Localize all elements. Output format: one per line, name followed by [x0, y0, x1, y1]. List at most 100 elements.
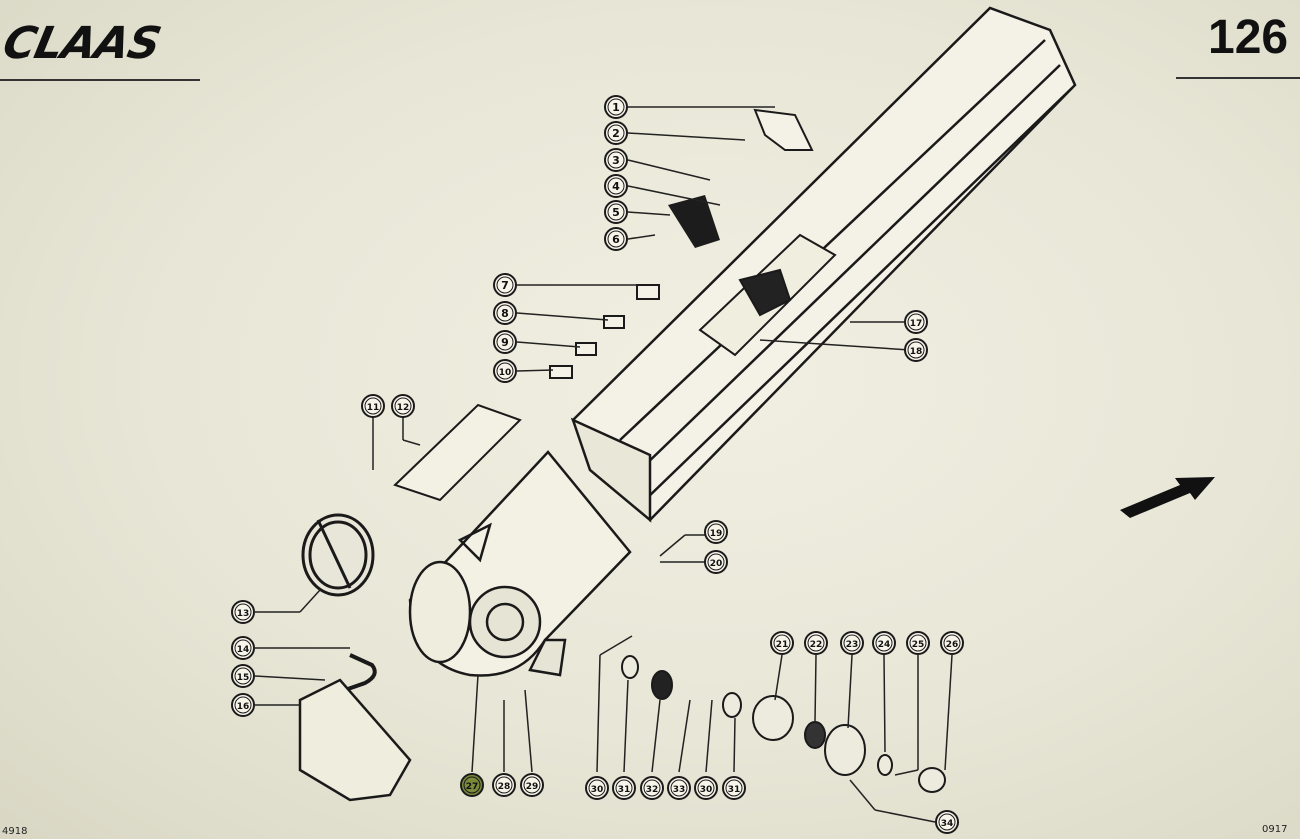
callout-inner-ring: [875, 634, 893, 652]
callout-12: 12: [391, 394, 415, 418]
callout-4: 4: [604, 174, 628, 198]
callout-16: 16: [231, 693, 255, 717]
callout-label: 15: [237, 673, 250, 683]
callout-label: 12: [397, 403, 410, 413]
callout-inner-ring: [496, 304, 514, 322]
callout-2: 2: [604, 121, 628, 145]
callout-7: 7: [493, 273, 517, 297]
inner-plate: [698, 233, 837, 357]
callout-inner-ring: [725, 779, 743, 797]
sprocket-part: [668, 195, 720, 248]
callout-17: 17: [904, 310, 928, 334]
callout-inner-ring: [707, 553, 725, 571]
callout-inner-ring: [943, 634, 961, 652]
callout-label: 8: [501, 307, 509, 320]
callout-inner-ring: [909, 634, 927, 652]
callout-label: 23: [846, 640, 859, 650]
callout-label: 17: [910, 319, 923, 329]
cover-plate: [393, 403, 522, 502]
bottom-parts: [621, 655, 946, 793]
callout-label: 25: [912, 640, 925, 650]
callout-label: 3: [612, 154, 620, 167]
callout-inner-ring: [607, 151, 625, 169]
callout-inner-ring: [495, 776, 513, 794]
callout-28: 28: [492, 773, 516, 797]
callout-label: 29: [526, 782, 539, 792]
u-bolt: [344, 653, 377, 692]
callout-25: 25: [906, 631, 930, 655]
callout-26: 26: [940, 631, 964, 655]
callout-20: 20: [704, 550, 728, 574]
callout-label: 30: [591, 785, 604, 795]
callout-inner-ring: [807, 634, 825, 652]
callout-inner-ring: [463, 776, 481, 794]
leader-lines: [254, 106, 953, 823]
callout-14: 14: [231, 636, 255, 660]
callout-inner-ring: [607, 230, 625, 248]
page-number: 126: [1208, 11, 1289, 64]
callout-inner-ring: [394, 397, 412, 415]
callout-label: 18: [910, 347, 923, 357]
callout-label: 5: [612, 206, 620, 219]
callout-24: 24: [872, 631, 896, 655]
bracket-part: [753, 108, 814, 151]
callout-label: 4: [612, 180, 620, 193]
direction-arrow: [1120, 477, 1215, 518]
callout-13: 13: [231, 600, 255, 624]
callout-label: 31: [728, 785, 741, 795]
callout-inner-ring: [607, 203, 625, 221]
callout-inner-ring: [697, 779, 715, 797]
callout-label: 16: [237, 702, 250, 712]
callout-34: 34: [935, 810, 959, 834]
callout-label: 6: [612, 233, 620, 246]
callout-inner-ring: [907, 313, 925, 331]
callout-inner-ring: [615, 779, 633, 797]
callout-3: 3: [604, 148, 628, 172]
callout-label: 31: [618, 785, 631, 795]
callout-inner-ring: [588, 779, 606, 797]
callout-inner-ring: [707, 523, 725, 541]
guard-shield: [298, 678, 412, 802]
footer-code-left: 4918: [2, 826, 28, 837]
callout-9: 9: [493, 330, 517, 354]
callout-31: 31: [612, 776, 636, 800]
callout-32: 32: [640, 776, 664, 800]
callout-label: 11: [367, 403, 380, 413]
callout-inner-ring: [607, 98, 625, 116]
callout-inner-ring: [234, 639, 252, 657]
callout-label: 22: [810, 640, 823, 650]
callout-10: 10: [493, 359, 517, 383]
callout-label: 34: [941, 819, 954, 829]
callout-label: 19: [710, 529, 723, 539]
callout-6: 6: [604, 227, 628, 251]
footer-code-right: 0917: [1262, 824, 1288, 835]
callout-23: 23: [840, 631, 864, 655]
callout-33: 33: [667, 776, 691, 800]
callout-29: 29: [520, 773, 544, 797]
callout-21: 21: [770, 631, 794, 655]
callout-label: 7: [501, 279, 509, 292]
callout-label: 26: [946, 640, 959, 650]
callout-inner-ring: [234, 603, 252, 621]
callout-inner-ring: [234, 667, 252, 685]
callout-22: 22: [804, 631, 828, 655]
callout-label: 2: [612, 127, 620, 140]
callout-27: 27: [460, 773, 484, 797]
callout-8: 8: [493, 301, 517, 325]
callout-inner-ring: [670, 779, 688, 797]
callout-inner-ring: [773, 634, 791, 652]
callout-label: 24: [878, 640, 891, 650]
callout-inner-ring: [234, 696, 252, 714]
callout-inner-ring: [843, 634, 861, 652]
callout-label: 27: [466, 782, 479, 792]
small-parts: [549, 284, 660, 379]
callout-label: 21: [776, 640, 789, 650]
callout-inner-ring: [607, 124, 625, 142]
callout-5: 5: [604, 200, 628, 224]
callout-1: 1: [604, 95, 628, 119]
callout-inner-ring: [364, 397, 382, 415]
callout-18: 18: [904, 338, 928, 362]
callout-inner-ring: [907, 341, 925, 359]
callout-inner-ring: [496, 362, 514, 380]
